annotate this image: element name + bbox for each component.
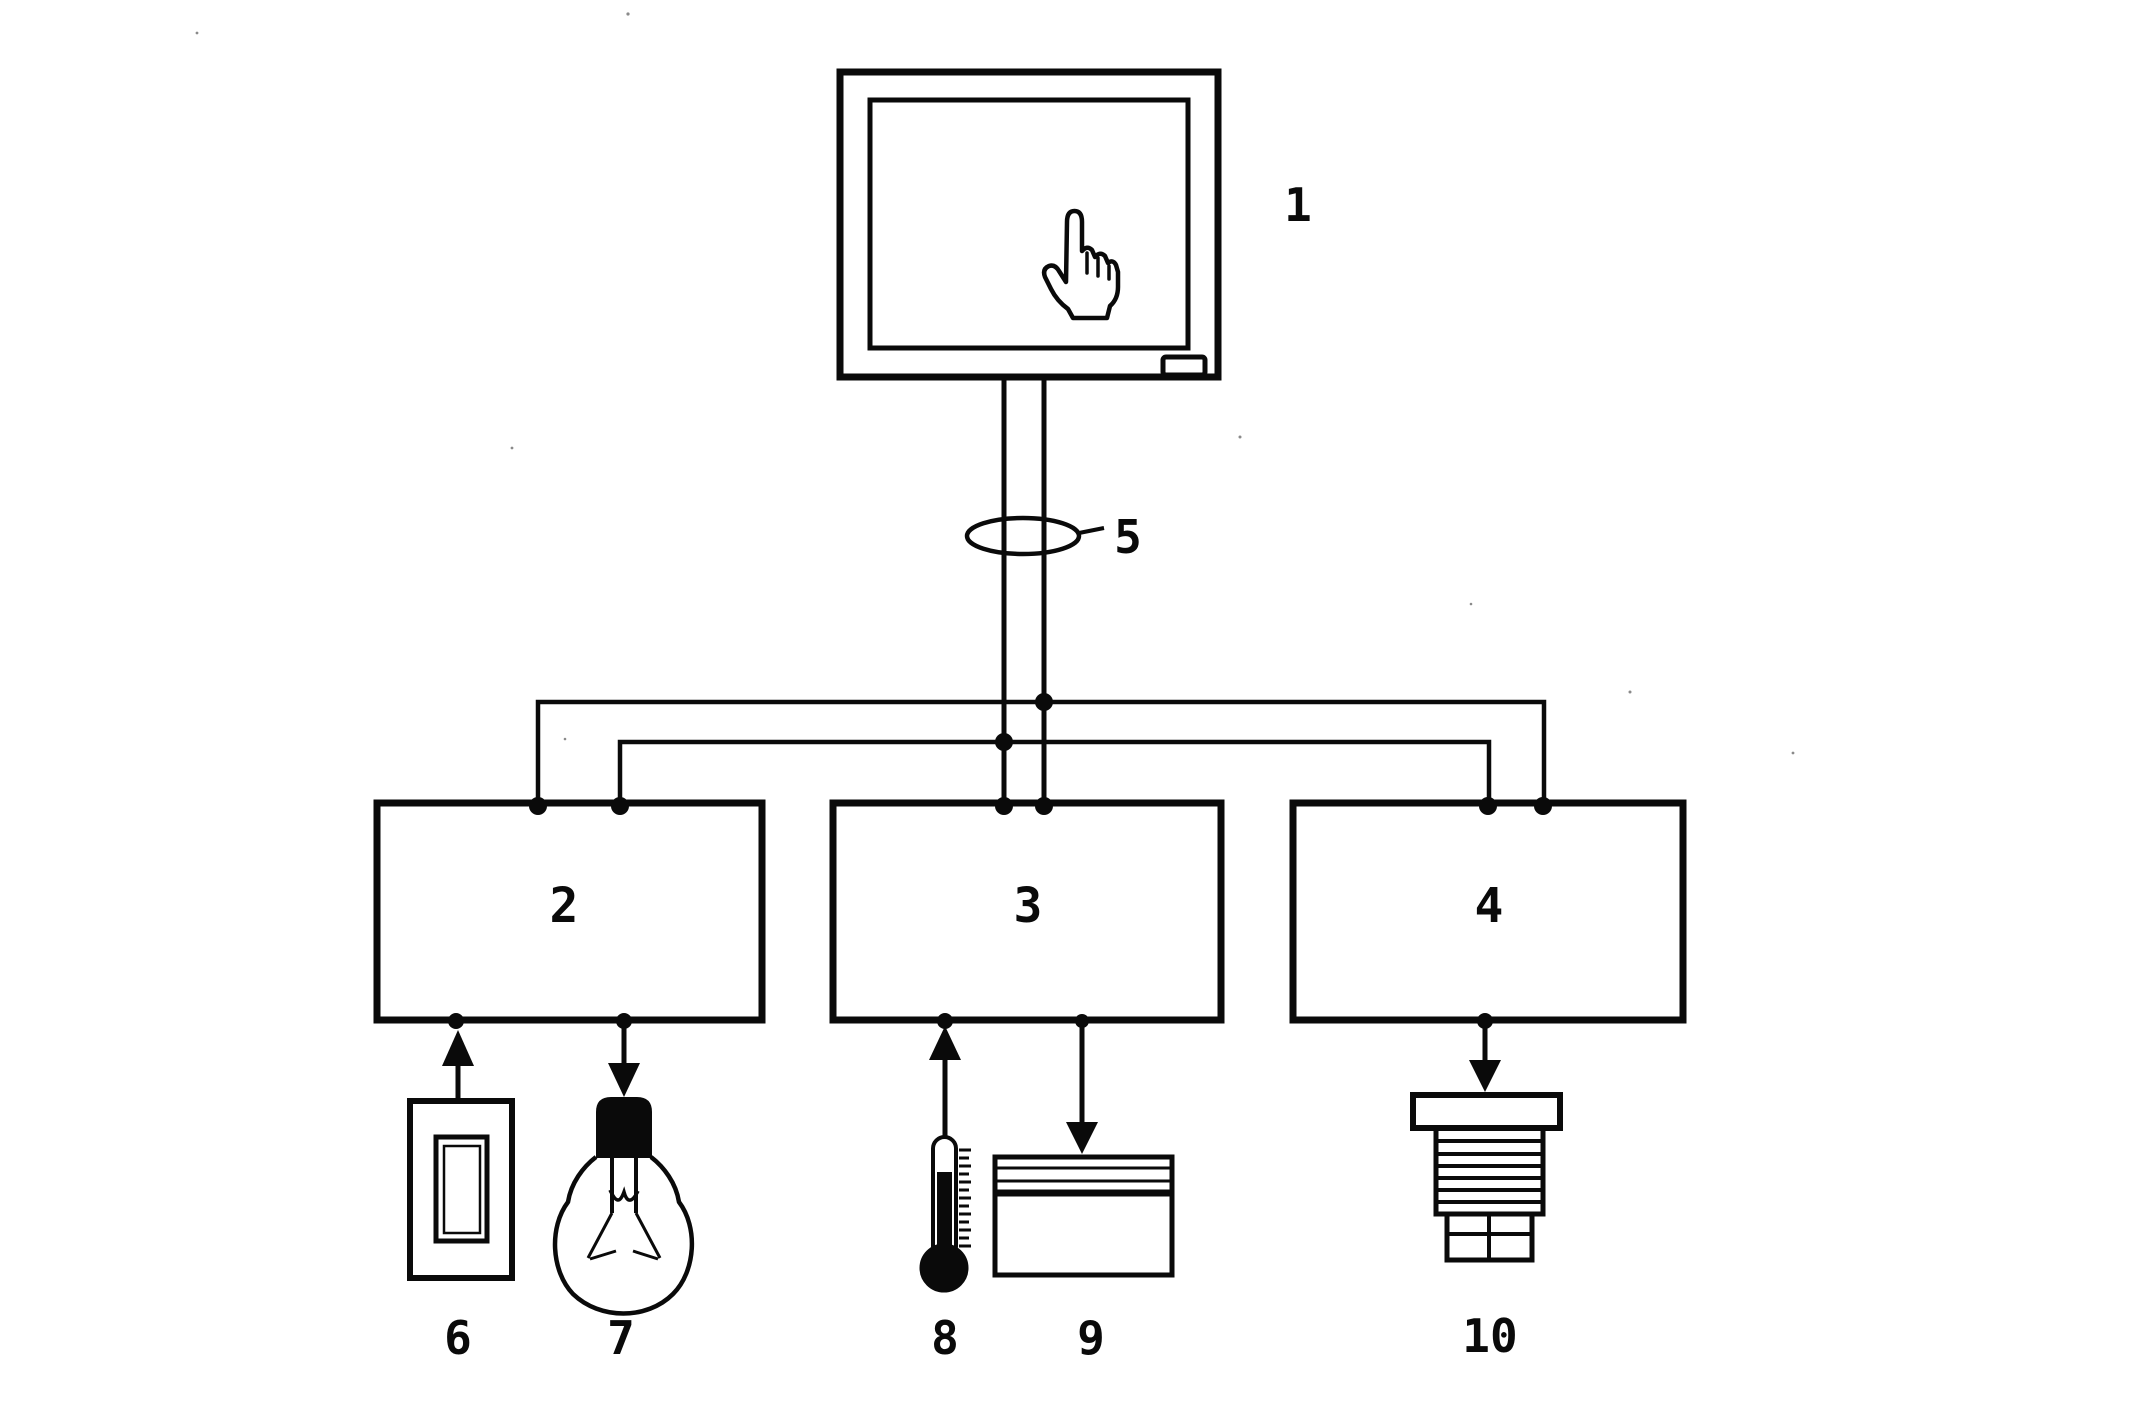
heater-icon: 9 (992, 1154, 1175, 1365)
arrowhead-down-heater (1066, 1122, 1098, 1154)
thermometer-mercury (937, 1172, 952, 1254)
valve-actuator-icon: 10 (1410, 1092, 1563, 1363)
ref-label-bulb: 7 (607, 1311, 635, 1365)
arrowhead-down-actuator (1469, 1060, 1501, 1092)
module-box-3: 3 (829, 799, 1225, 1024)
ref-label-module-middle: 3 (1014, 878, 1043, 934)
ref-label-thermometer: 8 (931, 1311, 959, 1365)
ref-label-heater: 9 (1077, 1311, 1105, 1365)
touchscreen-monitor: 1 (836, 68, 1312, 381)
bulb-cap (596, 1097, 652, 1158)
bus-line-upper (535, 699, 1547, 806)
ref-label-cable: 5 (1114, 510, 1142, 564)
cable-leader-line (1078, 526, 1105, 535)
arrowhead-up-switch (442, 1030, 474, 1066)
arrowhead-down-bulb (608, 1063, 640, 1097)
light-switch-icon: 6 (407, 1098, 515, 1365)
signal-arrows (442, 1021, 1501, 1154)
hand-cursor-icon (1041, 208, 1121, 321)
monitor-bezel (836, 68, 1222, 381)
thermometer-scale (959, 1148, 971, 1248)
cable-loop-icon (964, 515, 1082, 557)
monitor-screen (867, 97, 1191, 351)
bulb-glass (552, 1155, 695, 1316)
ref-label-actuator: 10 (1462, 1309, 1517, 1363)
bulb-filament (608, 1186, 640, 1202)
bus-wiring (448, 693, 1552, 1029)
ref-label-monitor: 1 (1284, 178, 1312, 232)
actuator-fins (1436, 1139, 1543, 1204)
thermometer-icon: 8 (919, 1135, 971, 1365)
thermometer-bulb (919, 1243, 969, 1293)
scan-noise (195, 12, 1795, 755)
bus-line-lower (617, 739, 1492, 806)
power-button-icon (1160, 354, 1208, 378)
light-bulb-icon: 7 (552, 1097, 695, 1365)
arrowhead-up-thermometer (929, 1026, 961, 1060)
ref-label-module-right: 4 (1475, 878, 1504, 934)
bulb-stem-skirt (586, 1212, 662, 1261)
module-box-2: 2 (373, 799, 766, 1024)
actuator-flange (1410, 1092, 1563, 1131)
ref-label-switch: 6 (444, 1311, 472, 1365)
ref-label-module-left: 2 (550, 878, 579, 934)
module-box-4: 4 (1289, 799, 1687, 1024)
